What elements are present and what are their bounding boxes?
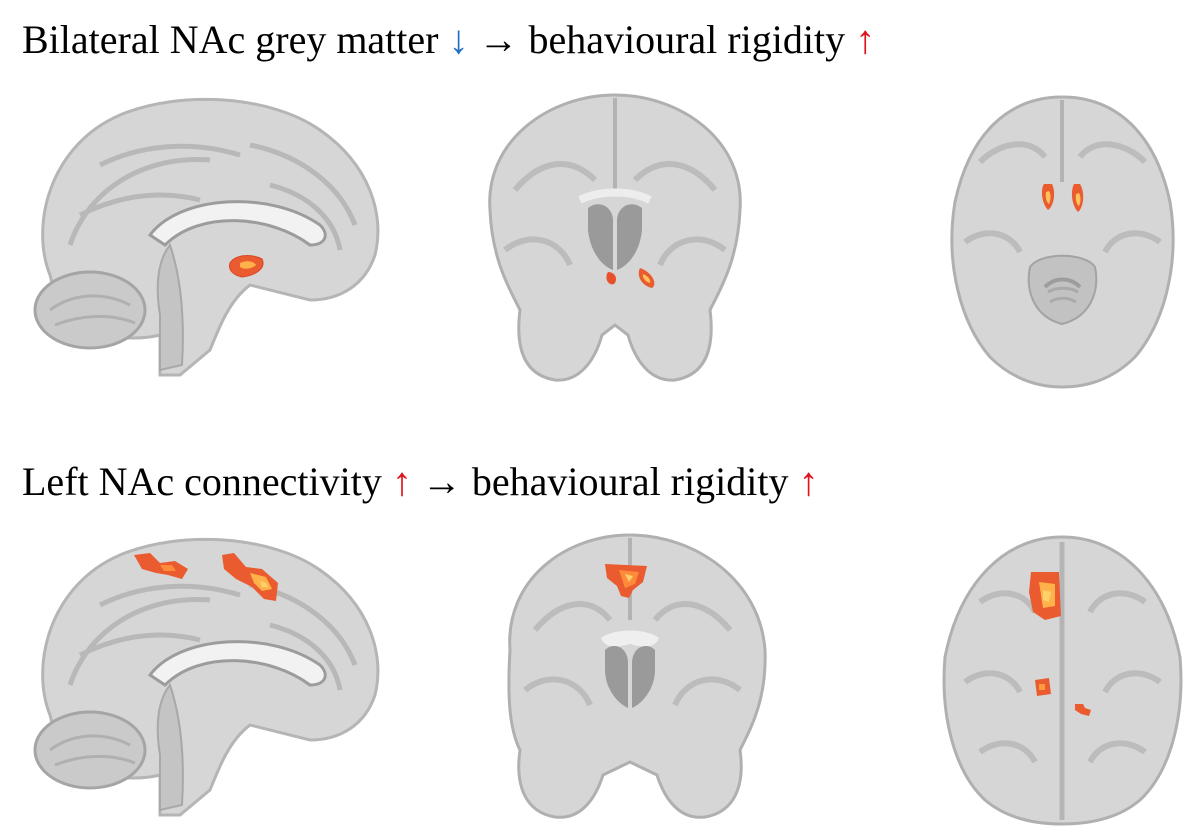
row1-link-arrow-icon: → (478, 17, 519, 62)
row2-outcome-text: behavioural rigidity (471, 459, 789, 504)
row2-axial-brain-image (935, 532, 1190, 827)
row2-coronal-brain-image (495, 530, 785, 825)
row1-up-arrow-icon: ↑ (855, 17, 876, 62)
row1-region-text: Bilateral NAc grey matter (22, 17, 439, 62)
row1-sagittal-brain-image (10, 85, 400, 385)
row1-axial-brain-image (940, 92, 1185, 392)
row2-link-arrow-icon: → (421, 459, 462, 504)
row2-up-arrow-icon: ↑ (391, 459, 412, 504)
row1-down-arrow-icon: ↓ (448, 17, 469, 62)
row2-sagittal-brain-image (10, 525, 400, 825)
row2-heading: Left NAc connectivity ↑ → behavioural ri… (22, 462, 818, 502)
row1-heading: Bilateral NAc grey matter ↓ → behavioura… (22, 20, 875, 60)
row1-outcome-text: behavioural rigidity (528, 17, 846, 62)
row1-coronal-brain-image (470, 90, 760, 390)
row2-region-text: Left NAc connectivity (22, 459, 382, 504)
row2-outcome-up-arrow-icon: ↑ (798, 459, 819, 504)
